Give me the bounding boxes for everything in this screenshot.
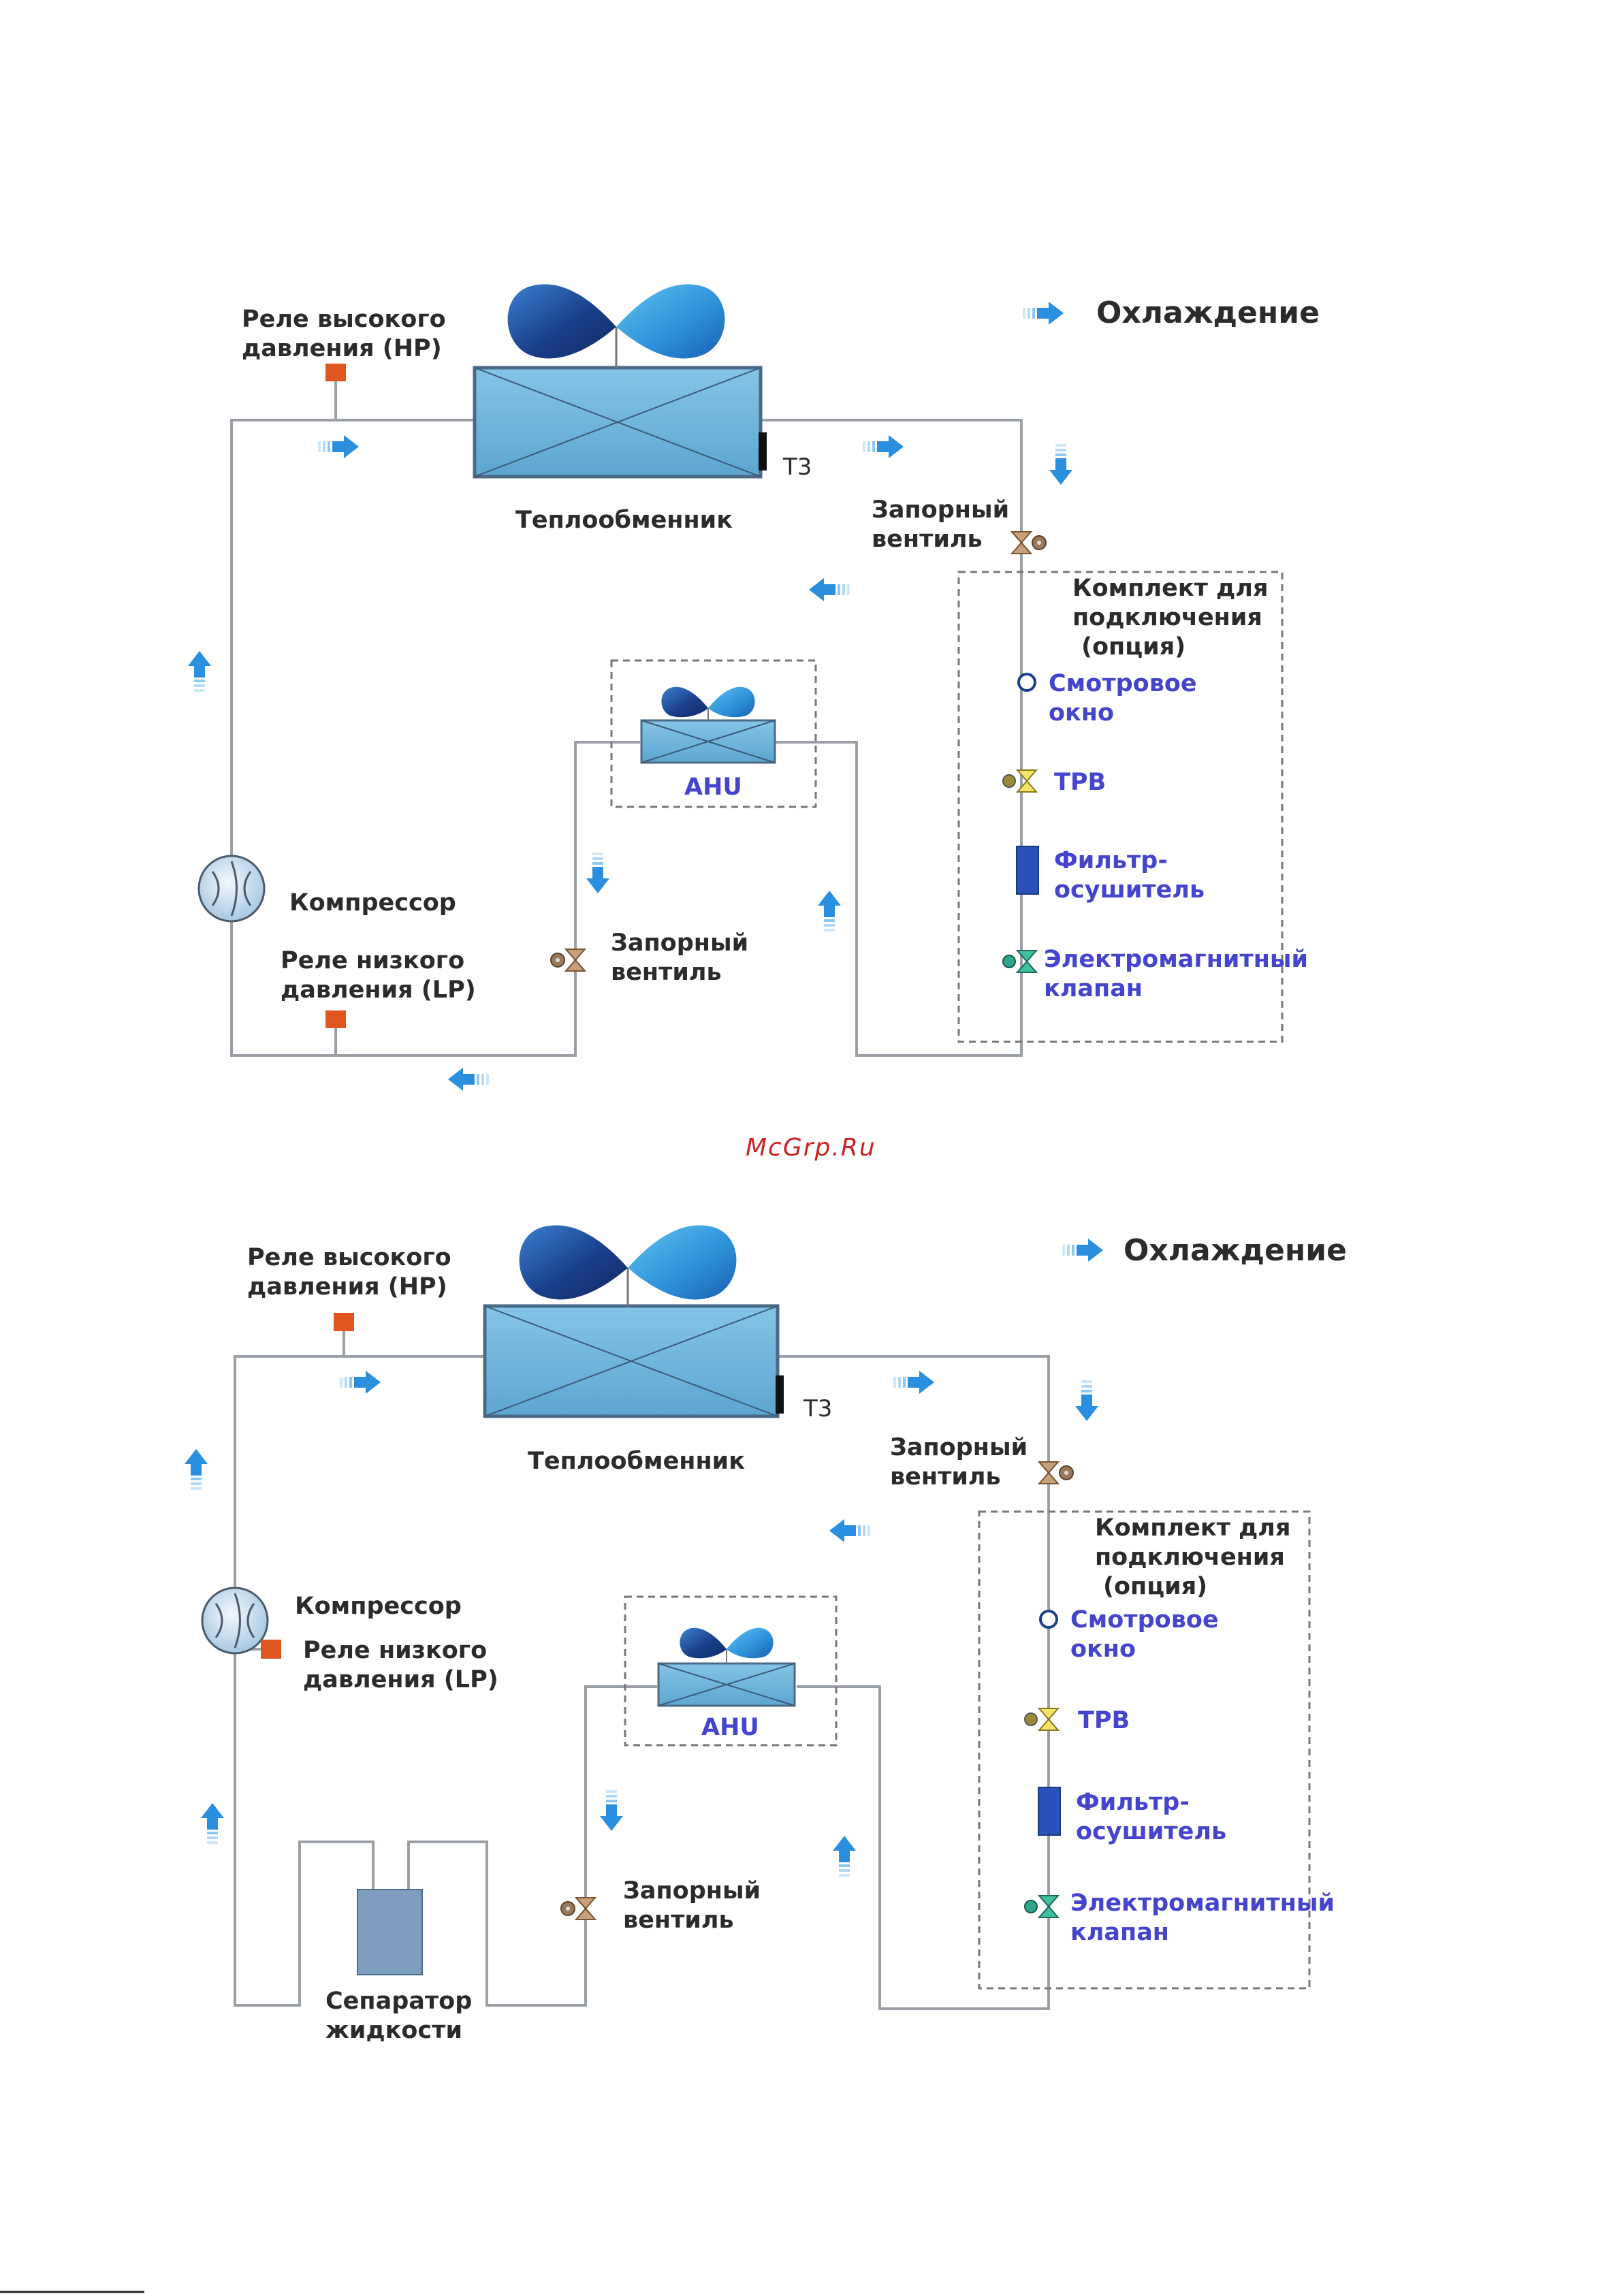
flow-arrow-icon xyxy=(863,435,904,458)
flow-arrow-icon xyxy=(185,1449,208,1490)
solenoid-valve xyxy=(1002,950,1038,973)
filter-drier-label: Фильтр- осушитель xyxy=(1054,847,1205,904)
filter-drier-label: Фильтр- осушитель xyxy=(1076,1789,1226,1845)
legend-label: Охлаждение xyxy=(1096,296,1320,330)
heat-exchanger xyxy=(473,327,767,479)
hp-relay xyxy=(334,1313,354,1331)
gear-icon xyxy=(1059,1465,1074,1480)
pipe-loop-outer xyxy=(485,1355,1050,2010)
gear-icon xyxy=(550,953,565,968)
pipe-hp-line xyxy=(234,1355,485,1590)
stop-valve-top-label: Запорный вентиль xyxy=(872,496,1017,553)
legend-arrow-icon xyxy=(1023,302,1064,325)
sight-glass-label: Смотровое окно xyxy=(1049,670,1205,727)
flow-arrow-icon xyxy=(201,1803,224,1844)
t3-sensor-label: T3 xyxy=(782,453,812,481)
heat-exchanger-label: Теплообменник xyxy=(528,1448,745,1475)
ahu-label: AHU xyxy=(684,774,742,801)
gear-icon xyxy=(1032,535,1047,550)
pipe-loop-outer xyxy=(477,419,1023,1057)
stop-valve-top xyxy=(1038,1461,1074,1484)
flow-arrow-icon xyxy=(448,1068,489,1091)
stop-valve-top xyxy=(1011,531,1047,554)
expansion-valve xyxy=(1002,769,1038,793)
stop-valve-bottom xyxy=(550,949,586,972)
legend-label: Охлаждение xyxy=(1124,1233,1347,1268)
gear-icon xyxy=(1024,1712,1038,1726)
stop-valve-top-label: Запорный вентиль xyxy=(890,1434,1036,1491)
t3-sensor-label: T3 xyxy=(803,1395,832,1422)
ahu-unit xyxy=(640,686,776,764)
hp-relay-label: Реле высокого давления (HP) xyxy=(247,1244,460,1301)
flow-arrow-icon xyxy=(1049,444,1072,485)
flow-arrow-icon xyxy=(188,651,211,692)
solenoid-valve xyxy=(1024,1895,1060,1918)
ahu-box xyxy=(610,659,817,808)
liquid-separator-label: Сепаратор жидкости xyxy=(325,1988,480,2044)
gear-icon xyxy=(1002,774,1016,788)
watermark: McGrp.Ru xyxy=(746,1134,876,1162)
pipe-separator-line xyxy=(407,1685,657,2007)
legend-arrow-icon xyxy=(1062,1239,1103,1262)
heat-exchanger-label: Теплообменник xyxy=(515,507,733,534)
flow-arrow-icon xyxy=(833,1836,856,1877)
filter-drier xyxy=(1016,846,1039,895)
heat-exchanger xyxy=(483,1268,784,1418)
stop-valve-bottom-label: Запорный вентиль xyxy=(623,1877,769,1934)
pipe-lp-line xyxy=(230,741,640,1057)
lp-relay-label: Реле низкого давления (LP) xyxy=(281,947,476,1004)
flow-arrow-icon xyxy=(809,578,850,601)
condenser-fan-icon xyxy=(519,1225,737,1300)
ahu-box xyxy=(624,1595,838,1747)
sight-glass-label: Смотровое окно xyxy=(1070,1606,1227,1663)
pipe-hp-line xyxy=(230,419,477,858)
liquid-separator xyxy=(357,1889,423,1975)
compressor xyxy=(201,1587,269,1655)
sight-glass xyxy=(1017,673,1036,692)
solenoid-valve-label: Электромагнитный клапан xyxy=(1070,1890,1343,1946)
flow-arrow-icon xyxy=(600,1790,623,1831)
connection-kit-box xyxy=(957,571,1284,1043)
ahu-fan-icon xyxy=(661,686,708,718)
compressor-label: Компрессор xyxy=(295,1593,462,1620)
lp-relay xyxy=(325,1010,346,1028)
sight-glass xyxy=(1039,1610,1058,1629)
flow-arrow-icon xyxy=(318,435,359,458)
filter-drier xyxy=(1038,1787,1061,1836)
connection-kit-box xyxy=(978,1510,1311,1990)
gear-icon xyxy=(560,1901,575,1916)
compressor-label: Компрессор xyxy=(289,889,456,917)
ahu-label: AHU xyxy=(701,1714,759,1741)
condenser-fan-icon xyxy=(507,284,725,359)
solenoid-valve-label: Электромагнитный клапан xyxy=(1044,946,1316,1002)
diagram-1: T3 Теплообменник Реле высокого давления … xyxy=(188,284,1320,1091)
ahu-fan-icon xyxy=(680,1627,727,1659)
compressor xyxy=(197,855,266,923)
ahu-unit xyxy=(657,1627,796,1707)
flow-arrow-icon xyxy=(340,1371,381,1394)
stop-valve-bottom-label: Запорный вентиль xyxy=(611,929,757,986)
lp-relay-label: Реле низкого давления (LP) xyxy=(303,1637,498,1693)
flow-arrow-icon xyxy=(829,1519,870,1542)
pipe-lp-line xyxy=(234,1651,375,2007)
gear-icon xyxy=(1024,1900,1038,1913)
legend: Охлаждение xyxy=(1023,296,1320,330)
connection-kit-label: Комплект для подключения (опция) xyxy=(1072,575,1277,660)
flow-arrow-icon xyxy=(586,853,609,893)
hp-relay-label: Реле высокого давления (HP) xyxy=(242,306,454,362)
gear-icon xyxy=(1002,955,1016,968)
lp-relay xyxy=(261,1640,281,1659)
diagram-2: T3 Теплообменник Реле высокого давления … xyxy=(185,1225,1347,2044)
flow-arrow-icon xyxy=(1075,1380,1098,1421)
connection-kit-label: Комплект для подключения (опция) xyxy=(1095,1514,1299,1600)
expansion-valve-label: ТРВ xyxy=(1054,769,1106,796)
flow-arrow-icon xyxy=(818,891,841,931)
expansion-valve-label: ТРВ xyxy=(1078,1707,1130,1734)
legend: Охлаждение xyxy=(1062,1233,1347,1268)
expansion-valve xyxy=(1024,1708,1060,1731)
stop-valve-bottom xyxy=(560,1897,596,1920)
flow-arrow-icon xyxy=(893,1371,934,1394)
hp-relay xyxy=(325,364,346,381)
